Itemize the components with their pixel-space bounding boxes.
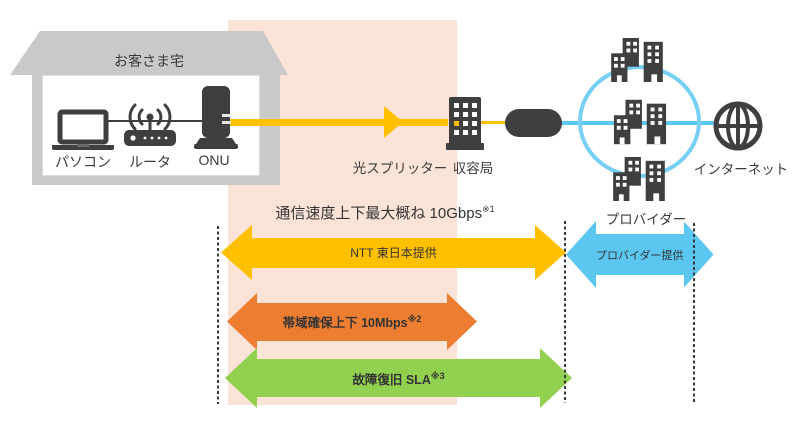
speed-caption: 通信速度上下最大概ね 10Gbps※1 — [275, 202, 495, 223]
ntt-provided-label: NTT 東日本提供 — [350, 246, 437, 260]
arrow-right-head — [683, 221, 714, 288]
pc-label: パソコン — [55, 154, 111, 170]
sla-label: 故障復旧 SLA※3 — [352, 369, 444, 388]
fiber-line — [229, 119, 448, 126]
arrow-body: 故障復旧 SLA※3 — [257, 359, 540, 397]
laptop-icon — [52, 109, 114, 150]
arrow-body: NTT 東日本提供 — [252, 237, 535, 268]
house-roof — [10, 31, 288, 75]
central-office-building-icon — [446, 97, 484, 150]
bandwidth-guarantee-arrow: 帯域確保上下 10Mbps※2 — [227, 293, 477, 350]
arrow-left-head — [227, 293, 257, 350]
boundary-dashed-line-provider-internet — [693, 223, 695, 403]
router-label: ルータ — [129, 154, 171, 170]
central-office-label: 収容局 — [452, 161, 494, 176]
provider-label: プロバイダー — [605, 212, 687, 227]
arrow-left-head — [225, 348, 257, 408]
arrow-left-head — [221, 225, 252, 280]
sla-note: ※3 — [430, 370, 445, 381]
bandwidth-guarantee-text: 帯域確保上下 10Mbps — [282, 316, 408, 330]
splitter-label: 光スプリッター — [352, 161, 448, 176]
onu-label: ONU — [198, 152, 230, 168]
ntt-provided-arrow: NTT 東日本提供 — [221, 225, 566, 280]
network-capsule-icon — [505, 109, 562, 137]
arrow-right-head — [447, 293, 477, 350]
globe-icon — [713, 101, 763, 151]
fiber-line-thin — [480, 121, 507, 124]
speed-caption-text: 通信速度上下最大概ね 10Gbps — [275, 205, 483, 222]
boundary-dashed-line-ntt-provider — [564, 221, 566, 403]
speed-caption-note: ※1 — [482, 204, 495, 214]
arrow-body: プロバイダー提供 — [596, 234, 684, 275]
bandwidth-guarantee-note: ※2 — [407, 313, 422, 324]
sla-arrow: 故障復旧 SLA※3 — [225, 348, 572, 408]
arrow-body: 帯域確保上下 10Mbps※2 — [257, 302, 447, 341]
provider-provided-arrow: プロバイダー提供 — [566, 221, 714, 288]
internet-label: インターネット — [693, 162, 789, 177]
sla-text: 故障復旧 SLA — [352, 372, 431, 387]
lan-cable-line — [80, 120, 210, 122]
router-icon — [124, 103, 176, 146]
buildings-cluster-icon — [611, 38, 663, 82]
onu-icon — [194, 86, 238, 149]
boundary-dashed-line-home — [217, 226, 219, 404]
buildings-cluster-icon — [613, 99, 667, 145]
bandwidth-guarantee-label: 帯域確保上下 10Mbps※2 — [283, 312, 422, 331]
buildings-cluster-icon — [613, 157, 665, 201]
arrow-right-head — [540, 348, 572, 408]
arrow-right-head — [535, 225, 566, 280]
arrow-left-head — [566, 221, 596, 288]
customer-home-label: お客さま宅 — [114, 53, 184, 69]
provider-provided-label: プロバイダー提供 — [596, 249, 684, 262]
